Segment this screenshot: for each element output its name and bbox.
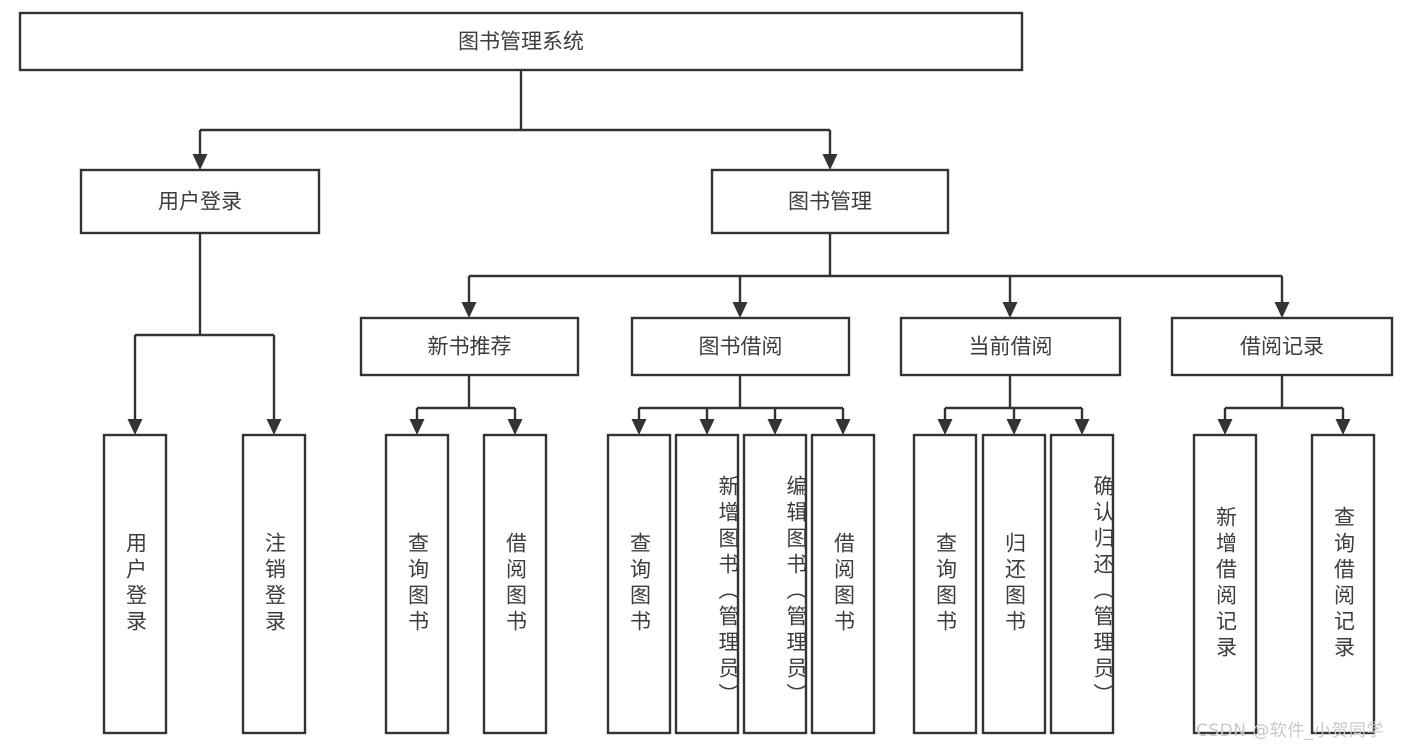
leaf-box-leaf-query-borrow-record[interactable] — [1310, 433, 1376, 735]
arrow-head-icon — [631, 419, 647, 435]
node-box-user-login[interactable] — [79, 168, 321, 235]
leaf-box-leaf-add-book-admin[interactable] — [674, 433, 740, 735]
arrow-head-icon — [732, 302, 748, 318]
boxes-layer — [18, 11, 1394, 735]
leaf-box-leaf-return-book[interactable] — [981, 433, 1047, 735]
arrow-head-icon — [1274, 302, 1290, 318]
arrow-head-icon — [1335, 419, 1351, 435]
leaf-box-leaf-user-login[interactable] — [102, 433, 168, 735]
arrow-head-icon — [192, 154, 208, 170]
node-label-borrow-record: 借阅记录 — [1240, 335, 1324, 359]
leaf-box-leaf-add-borrow-record[interactable] — [1192, 433, 1258, 735]
arrow-head-icon — [1217, 419, 1233, 435]
arrow-head-icon — [835, 419, 851, 435]
leaf-box-leaf-query-book-cur[interactable] — [912, 433, 978, 735]
arrow-head-icon — [767, 419, 783, 435]
leaf-box-leaf-query-book-rec[interactable] — [384, 433, 450, 735]
node-box-book-manage[interactable] — [710, 168, 950, 235]
leaf-box-leaf-query-book-borrow[interactable] — [606, 433, 672, 735]
connectors-layer — [127, 70, 1351, 435]
leaf-box-leaf-borrow-book[interactable] — [810, 433, 876, 735]
node-label-book-manage: 图书管理 — [788, 190, 872, 214]
arrow-head-icon — [409, 419, 425, 435]
node-box-root[interactable] — [18, 11, 1024, 72]
leaf-box-leaf-confirm-return-admin[interactable] — [1049, 433, 1115, 735]
arrow-head-icon — [1074, 419, 1090, 435]
arrow-head-icon — [127, 419, 143, 435]
arrow-head-icon — [507, 419, 523, 435]
node-label-current-borrow: 当前借阅 — [969, 335, 1053, 359]
node-box-borrow-record[interactable] — [1170, 316, 1394, 377]
leaf-box-leaf-edit-book-admin[interactable] — [742, 433, 808, 735]
node-label-book-borrow: 图书借阅 — [699, 335, 783, 359]
arrow-head-icon — [266, 419, 282, 435]
node-label-root: 图书管理系统 — [458, 30, 584, 54]
arrow-head-icon — [699, 419, 715, 435]
leaf-box-leaf-logout[interactable] — [241, 433, 307, 735]
node-box-book-borrow[interactable] — [630, 316, 851, 377]
arrow-head-icon — [461, 302, 477, 318]
arrow-head-icon — [822, 154, 838, 170]
arrow-head-icon — [1002, 302, 1018, 318]
csdn-watermark: CSDN @软件_小贺同学 — [1196, 721, 1384, 741]
leaf-box-leaf-borrow-book-rec[interactable] — [482, 433, 548, 735]
node-box-current-borrow[interactable] — [899, 316, 1122, 377]
node-label-new-book-recommend: 新书推荐 — [428, 335, 512, 359]
arrow-head-icon — [937, 419, 953, 435]
arrow-head-icon — [1006, 419, 1022, 435]
node-label-user-login: 用户登录 — [158, 190, 242, 214]
node-box-new-book-recommend[interactable] — [359, 316, 580, 377]
